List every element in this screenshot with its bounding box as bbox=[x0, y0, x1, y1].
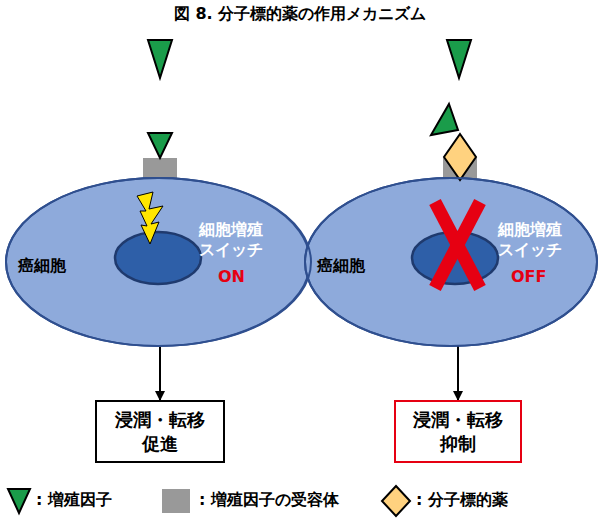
cell-body bbox=[305, 178, 597, 346]
legend-swatch bbox=[162, 489, 190, 513]
switch-label: 細胞増殖 スイッチ bbox=[495, 220, 565, 260]
result-box: 浸潤・転移 促進 bbox=[95, 400, 225, 463]
legend-label: : 増殖因子 bbox=[36, 490, 112, 511]
arrow bbox=[159, 346, 161, 400]
cell-label: 癌細胞 bbox=[317, 256, 365, 276]
drug-diamond bbox=[444, 134, 476, 180]
switch-state: ON bbox=[218, 267, 245, 287]
result-box: 浸潤・転移 抑制 bbox=[394, 400, 522, 463]
switch-label: 細胞増殖 スイッチ bbox=[196, 220, 266, 260]
title: 図 8. 分子標的薬の作用メカニズム bbox=[0, 4, 600, 25]
legend-triangle bbox=[8, 489, 30, 513]
arrow bbox=[457, 346, 459, 400]
cancer-cell: 癌細胞 細胞増殖 スイッチ ON bbox=[6, 178, 311, 346]
legend-label: : 分子標的薬 bbox=[416, 490, 508, 511]
lightning bbox=[137, 192, 163, 244]
growth-factor bbox=[447, 40, 471, 78]
box-label: 浸潤・転移 抑制 bbox=[409, 408, 506, 455]
cancer-cell: 癌細胞 細胞増殖 スイッチ OFF bbox=[305, 178, 597, 346]
growth-factor bbox=[148, 133, 172, 158]
cell-label: 癌細胞 bbox=[18, 256, 66, 276]
cross-mark bbox=[435, 202, 480, 288]
cross-mark bbox=[435, 202, 480, 288]
growth-factor bbox=[431, 104, 458, 135]
legend-label: : 増殖因子の受容体 bbox=[199, 490, 339, 511]
cell-body bbox=[6, 178, 310, 346]
growth-factor bbox=[148, 40, 172, 78]
switch-state: OFF bbox=[511, 267, 546, 287]
box-label: 浸潤・転移 促進 bbox=[111, 408, 208, 455]
nucleus bbox=[115, 232, 201, 284]
legend-diamond bbox=[382, 486, 410, 516]
